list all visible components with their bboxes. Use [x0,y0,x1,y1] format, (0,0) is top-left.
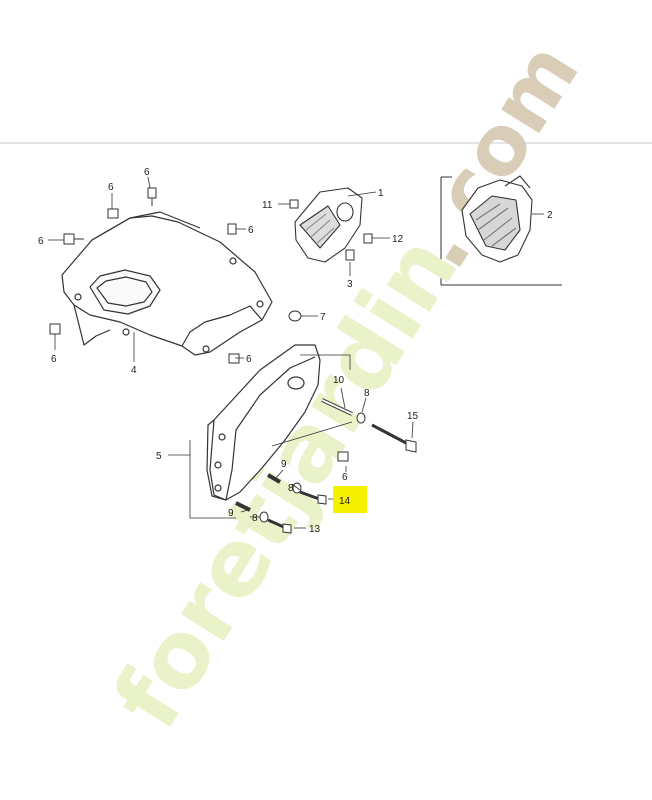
callout-3: 3 [347,279,353,290]
callout-7: 7 [320,312,326,323]
callout-15: 15 [407,411,419,422]
callout-5: 5 [156,451,162,462]
fasteners [49,187,417,534]
callout-9: 9 [228,508,234,519]
callout-1: 1 [378,188,384,199]
highlight-box [333,486,367,513]
callout-14: 14 [339,496,351,507]
callout-6: 6 [246,354,252,365]
callout-8: 8 [364,388,370,399]
callout-11: 11 [262,200,273,211]
callout-10: 10 [333,375,345,386]
callout-4: 4 [131,365,137,376]
top-cover-part [61,211,273,356]
callout-12: 12 [392,234,404,245]
leader-lines [48,176,544,529]
inset-frame [440,176,562,286]
callout-2: 2 [547,210,553,221]
callout-6: 6 [248,225,254,236]
bracket-part-1 [294,187,363,263]
callout-13: 13 [309,524,321,535]
callout-6: 6 [51,354,57,365]
watermark: foretjardin . com [93,27,598,747]
callout-6: 6 [144,167,150,178]
callout-9: 9 [281,459,287,470]
side-panel-part [206,344,321,501]
callout-6: 6 [108,182,114,193]
callout-labels: 6 6 6 6 6 4 6 1 11 12 3 7 2 5 10 8 15 6 … [38,167,553,535]
callout-6: 6 [38,236,44,247]
callout-8: 8 [288,483,294,494]
inset-component-part-2 [461,175,533,263]
callout-6: 6 [342,472,348,483]
callout-8: 8 [252,513,258,524]
